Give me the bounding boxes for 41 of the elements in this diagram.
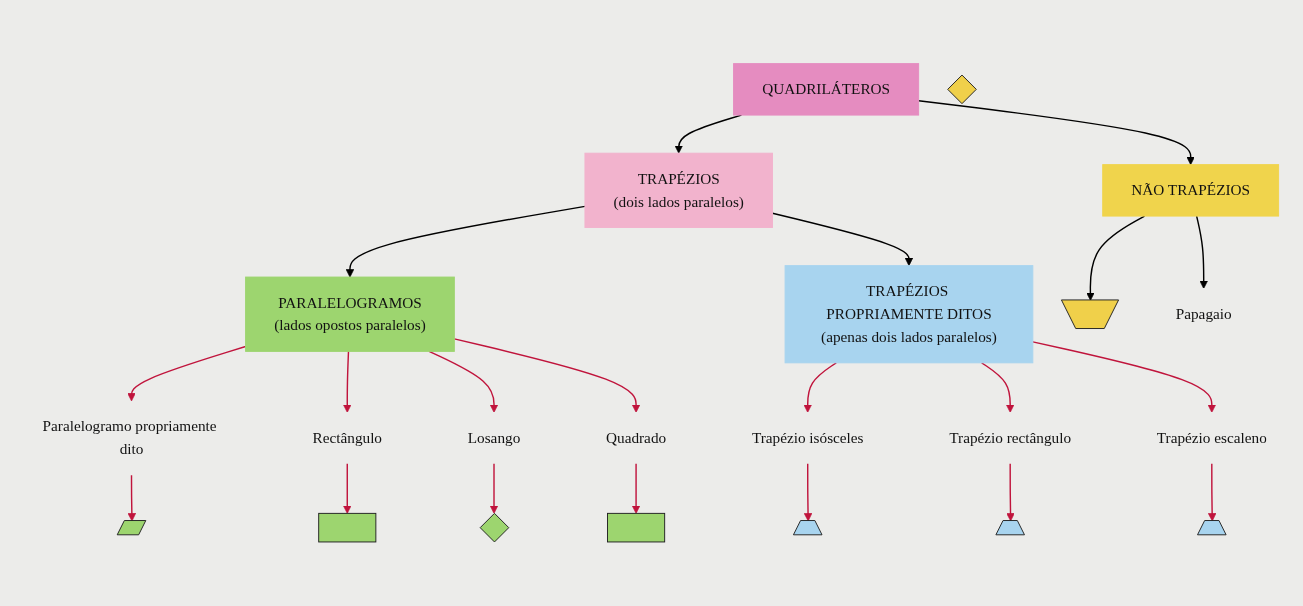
node-text: Paralelogramo propriamente dito xyxy=(42,418,217,458)
arrow xyxy=(1195,215,1208,290)
node-trapezoid xyxy=(792,520,823,536)
node-text: Trapézio rectângulo xyxy=(949,429,1072,446)
node-box: TRAPÉZIOS PROPRIAMENTE DITOS (apenas dois lados paralelos) xyxy=(784,265,1034,364)
arrow xyxy=(345,205,586,278)
arrow xyxy=(127,346,247,402)
node-box xyxy=(318,513,377,543)
node-text: Trapézio escaleno xyxy=(1156,429,1267,446)
arrow xyxy=(343,350,352,413)
node-diamond xyxy=(479,513,510,543)
node-text: Trapézio isósceles xyxy=(751,429,864,446)
arrow xyxy=(453,338,641,413)
node-text: Rectângulo xyxy=(312,429,382,446)
node-box xyxy=(607,513,666,543)
arrow xyxy=(631,463,641,514)
arrow xyxy=(1006,463,1015,522)
arrow xyxy=(1086,215,1146,301)
arrow xyxy=(771,212,914,267)
arrow xyxy=(127,474,137,522)
node-text: Losango xyxy=(467,429,521,446)
node-quadrilateral xyxy=(1060,299,1120,330)
node-trapezoid xyxy=(995,520,1025,536)
node-box: PARALELOGRAMOS (lados opostos paralelos) xyxy=(245,276,455,353)
node-parallelogram xyxy=(116,520,147,536)
arrow xyxy=(489,463,499,514)
node-box: TRAPÉZIOS (dois lados paralelos) xyxy=(584,152,773,229)
node-diamond xyxy=(947,74,977,105)
node-text: Quadrado xyxy=(606,429,667,446)
node-trapezoid xyxy=(1197,520,1227,536)
arrow xyxy=(803,463,813,522)
arrow xyxy=(1207,463,1217,522)
node-box: NÃO TRAPÉZIOS xyxy=(1102,164,1280,217)
arrow xyxy=(1032,341,1216,413)
node-box: QUADRILÁTEROS xyxy=(733,63,920,116)
arrow xyxy=(343,463,352,514)
node-text: Papagaio xyxy=(1175,305,1232,323)
arrow xyxy=(980,362,1015,413)
arrow xyxy=(917,100,1195,166)
arrow xyxy=(803,362,837,413)
arrow xyxy=(428,350,499,413)
